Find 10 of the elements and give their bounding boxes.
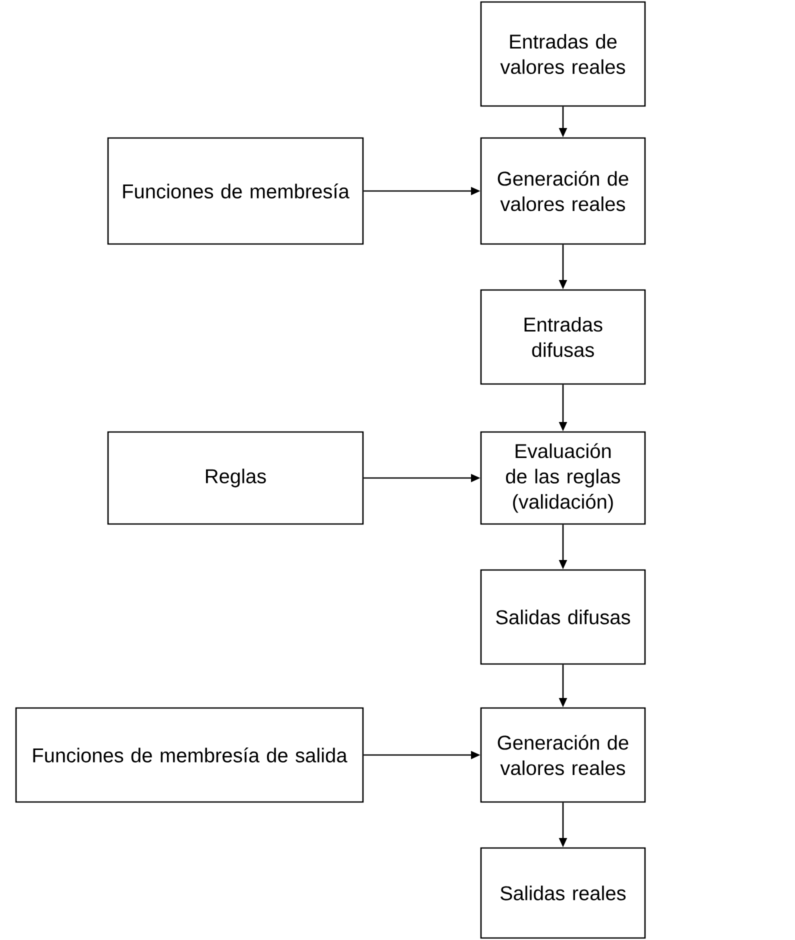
process-box: Entradas de valores reales — [480, 1, 646, 107]
process-box: Generación de valores reales — [480, 707, 646, 803]
process-box: Evaluación de las reglas (validación) — [480, 431, 646, 525]
process-box: Reglas — [107, 431, 364, 525]
process-box: Salidas reales — [480, 847, 646, 939]
process-box: Generación de valores reales — [480, 137, 646, 245]
process-box: Entradas difusas — [480, 289, 646, 385]
process-box: Salidas difusas — [480, 569, 646, 665]
process-box: Funciones de membresía — [107, 137, 364, 245]
process-box: Funciones de membresía de salida — [15, 707, 364, 803]
